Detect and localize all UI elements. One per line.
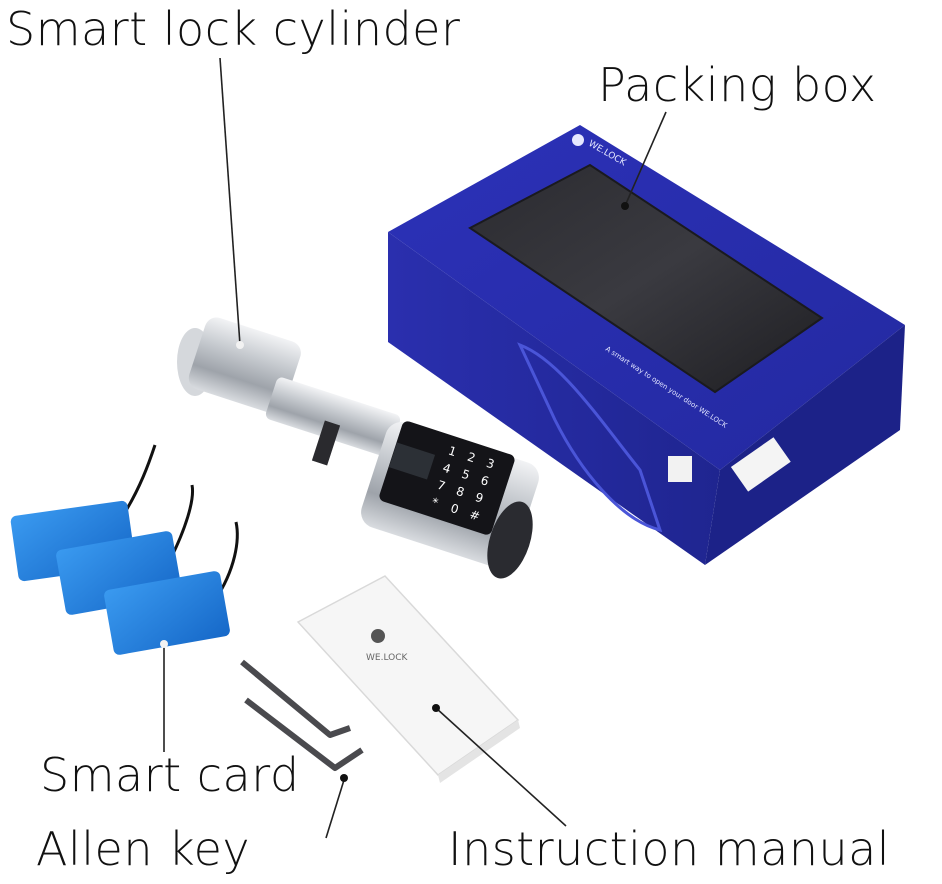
leader-dot <box>236 341 244 349</box>
leader-cylinder <box>219 57 241 346</box>
keypad-key: 8 <box>454 484 466 500</box>
instruction-manual: WE.LOCK <box>296 575 520 783</box>
label-packing-box: Packing box <box>598 58 877 112</box>
keypad-key: 9 <box>473 490 485 506</box>
keypad-key: 2 <box>466 450 478 466</box>
leader-allen <box>325 779 345 839</box>
keypad-key: * <box>430 495 440 510</box>
cylinder-body <box>265 377 401 457</box>
keypad-key: # <box>468 507 482 523</box>
box-window <box>468 163 824 394</box>
keypad-key: 7 <box>435 478 447 494</box>
box-logo-icon <box>572 134 584 146</box>
keypad-key: 1 <box>447 444 459 460</box>
allen-key-2 <box>244 697 364 771</box>
smart-cards <box>10 444 239 655</box>
allen-keys <box>240 659 364 771</box>
leader-dot <box>340 774 348 782</box>
allen-key-1 <box>240 659 351 738</box>
manual-logo-text: WE.LOCK <box>366 653 409 663</box>
keypad-key: 6 <box>479 473 491 489</box>
keypad-key: 0 <box>449 501 461 517</box>
box-side-face <box>705 325 905 565</box>
cylinder-front-end <box>487 501 533 579</box>
leader-dot <box>432 704 440 712</box>
manual-edge <box>438 720 520 783</box>
box-barcode-label <box>730 437 791 492</box>
label-instruction-manual: Instruction manual <box>448 822 891 876</box>
box-qr-code <box>668 456 692 482</box>
cylinder-cam <box>311 420 341 466</box>
leader-dot <box>160 640 168 648</box>
keypad-display <box>388 442 436 480</box>
smart-card-3 <box>104 571 230 655</box>
label-allen-key: Allen key <box>36 822 251 876</box>
packing-box: WE.LOCK A smart way to open your door WE… <box>388 125 905 565</box>
label-smart-card: Smart card <box>40 748 300 802</box>
leader-manual <box>435 707 567 827</box>
keypad-key: 5 <box>460 467 472 483</box>
cylinder-knob <box>188 317 301 414</box>
box-lock-graphic <box>517 342 663 533</box>
keypad-key: 4 <box>441 461 453 477</box>
label-smart-lock-cylinder: Smart lock cylinder <box>6 2 461 56</box>
keypad-key: 3 <box>485 456 497 472</box>
box-front-face <box>388 232 720 565</box>
leader-dot <box>621 202 629 210</box>
leader-lines <box>160 57 667 839</box>
manual-logo-icon <box>371 629 385 643</box>
leader-box <box>624 111 667 207</box>
